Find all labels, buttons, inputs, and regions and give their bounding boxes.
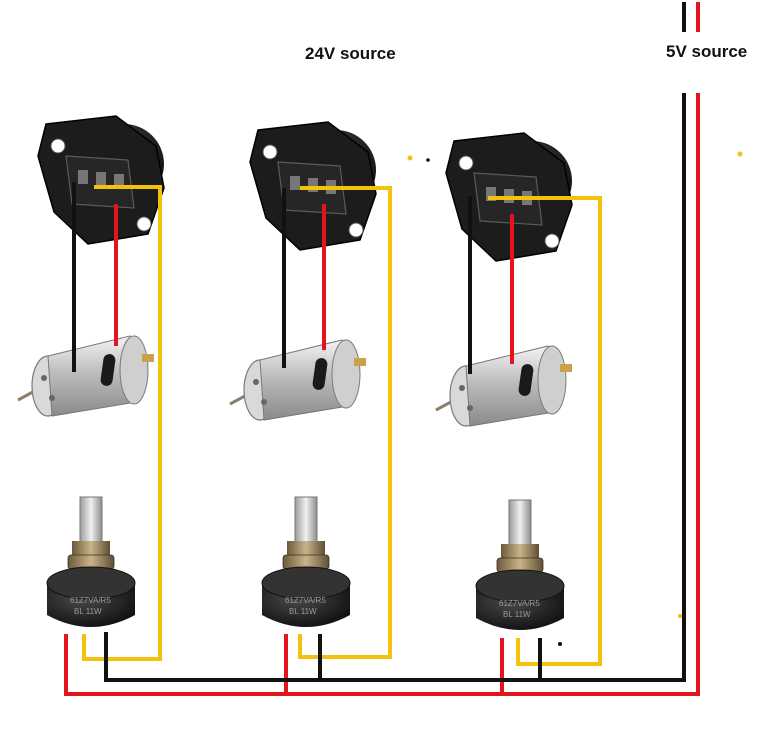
wires <box>64 2 700 696</box>
dc-motor-3 <box>434 344 574 428</box>
bus-supply-5v <box>64 93 700 696</box>
dc-motor-1 <box>16 334 156 418</box>
wire-socket-pot-yellow-3 <box>488 196 602 666</box>
pot-marking-3: 61Z7VA/R5 <box>499 599 540 608</box>
pot-marking-1b: BL 11W <box>74 607 102 616</box>
stage-1: 61Z7VA/R5 BL 11W <box>16 115 165 628</box>
wire-socket-pot-yellow-2 <box>298 186 392 659</box>
pot-marking-2: 61Z7VA/R5 <box>285 596 326 605</box>
source-24v-label: 24V source <box>305 44 396 63</box>
wire-socket-pot-yellow-1 <box>82 185 162 661</box>
pot-marking-1: 61Z7VA/R5 <box>70 596 111 605</box>
source-5v-label: 5V source <box>666 42 748 61</box>
bus-ground-5v <box>104 93 686 682</box>
stage-2: 61Z7VA/R5 BL 11W <box>228 121 377 628</box>
pot-marking-2b: BL 11W <box>289 607 317 616</box>
power-socket-1 <box>37 115 165 245</box>
pot-marking-3b: BL 11W <box>503 610 531 619</box>
stray-marks <box>407 151 743 646</box>
dc-motor-2 <box>228 338 368 422</box>
stage-3: 61Z7VA/R5 BL 11W <box>434 132 574 631</box>
